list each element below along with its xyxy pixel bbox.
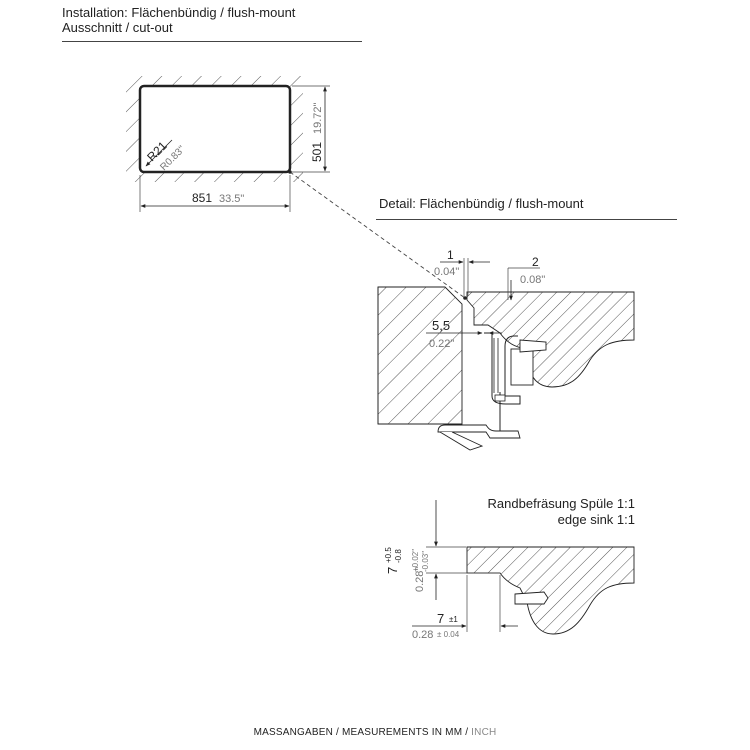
detail-gap1-mm: 1 [447,248,454,262]
edge-depth-in-tol-plus: +0.02" [411,549,420,572]
footer-inch: INCH [471,727,497,738]
header-title-installation: Installation: Flächenbündig / flush-moun… [62,5,296,20]
header-rule [62,41,362,42]
footer-measurements: MASSANGABEN / MEASUREMENTS IN MM / INCH [0,727,750,738]
edge-depth-mm: 7 [385,567,400,574]
cutout-height-mm: 501 [310,142,324,162]
edge-width-in: 0.28 [412,629,433,641]
detail-view: 1 0.04" 2 0.08" 5,5 0.22" [377,248,635,451]
detail-offset-mm: 5,5 [432,318,450,333]
footer-label: MASSANGABEN / MEASUREMENTS IN MM / [253,727,472,738]
edge-section [466,546,635,635]
clip-tab [510,348,534,386]
edge-depth-tol-plus: +0.5 [384,547,393,563]
detail-gap2-in: 0.08" [520,274,545,286]
detail-offset-in: 0.22" [429,338,454,350]
detail-reference-line [289,171,466,299]
edge-title-de: Randbefräsung Spüle 1:1 [487,496,635,511]
cutout-outline [138,84,292,174]
edge-depth-in-tol-minus: -0.03" [421,551,430,572]
mounting-clip [484,332,521,405]
edge-depth-in: 0.28" [414,567,426,592]
detail-gap2-mm: 2 [532,255,539,269]
countertop-section [377,286,463,425]
edge-width-mm: 7 [437,611,444,626]
sink-rim-section [466,291,635,388]
cutout-width-in: 33.5" [219,193,244,205]
cutout-width-mm: 851 [192,191,212,205]
detail-rule [376,219,677,220]
header-title-cutout: Ausschnitt / cut-out [62,20,173,35]
cutout-view: R21 R0.83" 501 19.72" 851 33.5" [126,76,467,300]
detail-gap1-in: 0.04" [434,266,459,278]
edge-width-in-tol: ± 0.04 [437,630,460,639]
cutout-height-in: 19.72" [312,102,324,134]
edge-width-tol: ±1 [449,615,458,624]
edge-depth-tol-minus: -0.8 [394,549,403,563]
edge-title-en: edge sink 1:1 [557,512,635,527]
edge-view: 7 +0.5 -0.8 0.28" +0.02" -0.03" 7 ±1 0.2… [384,500,635,641]
detail-title: Detail: Flächenbündig / flush-mount [379,196,584,211]
clamp-foot [437,424,521,439]
